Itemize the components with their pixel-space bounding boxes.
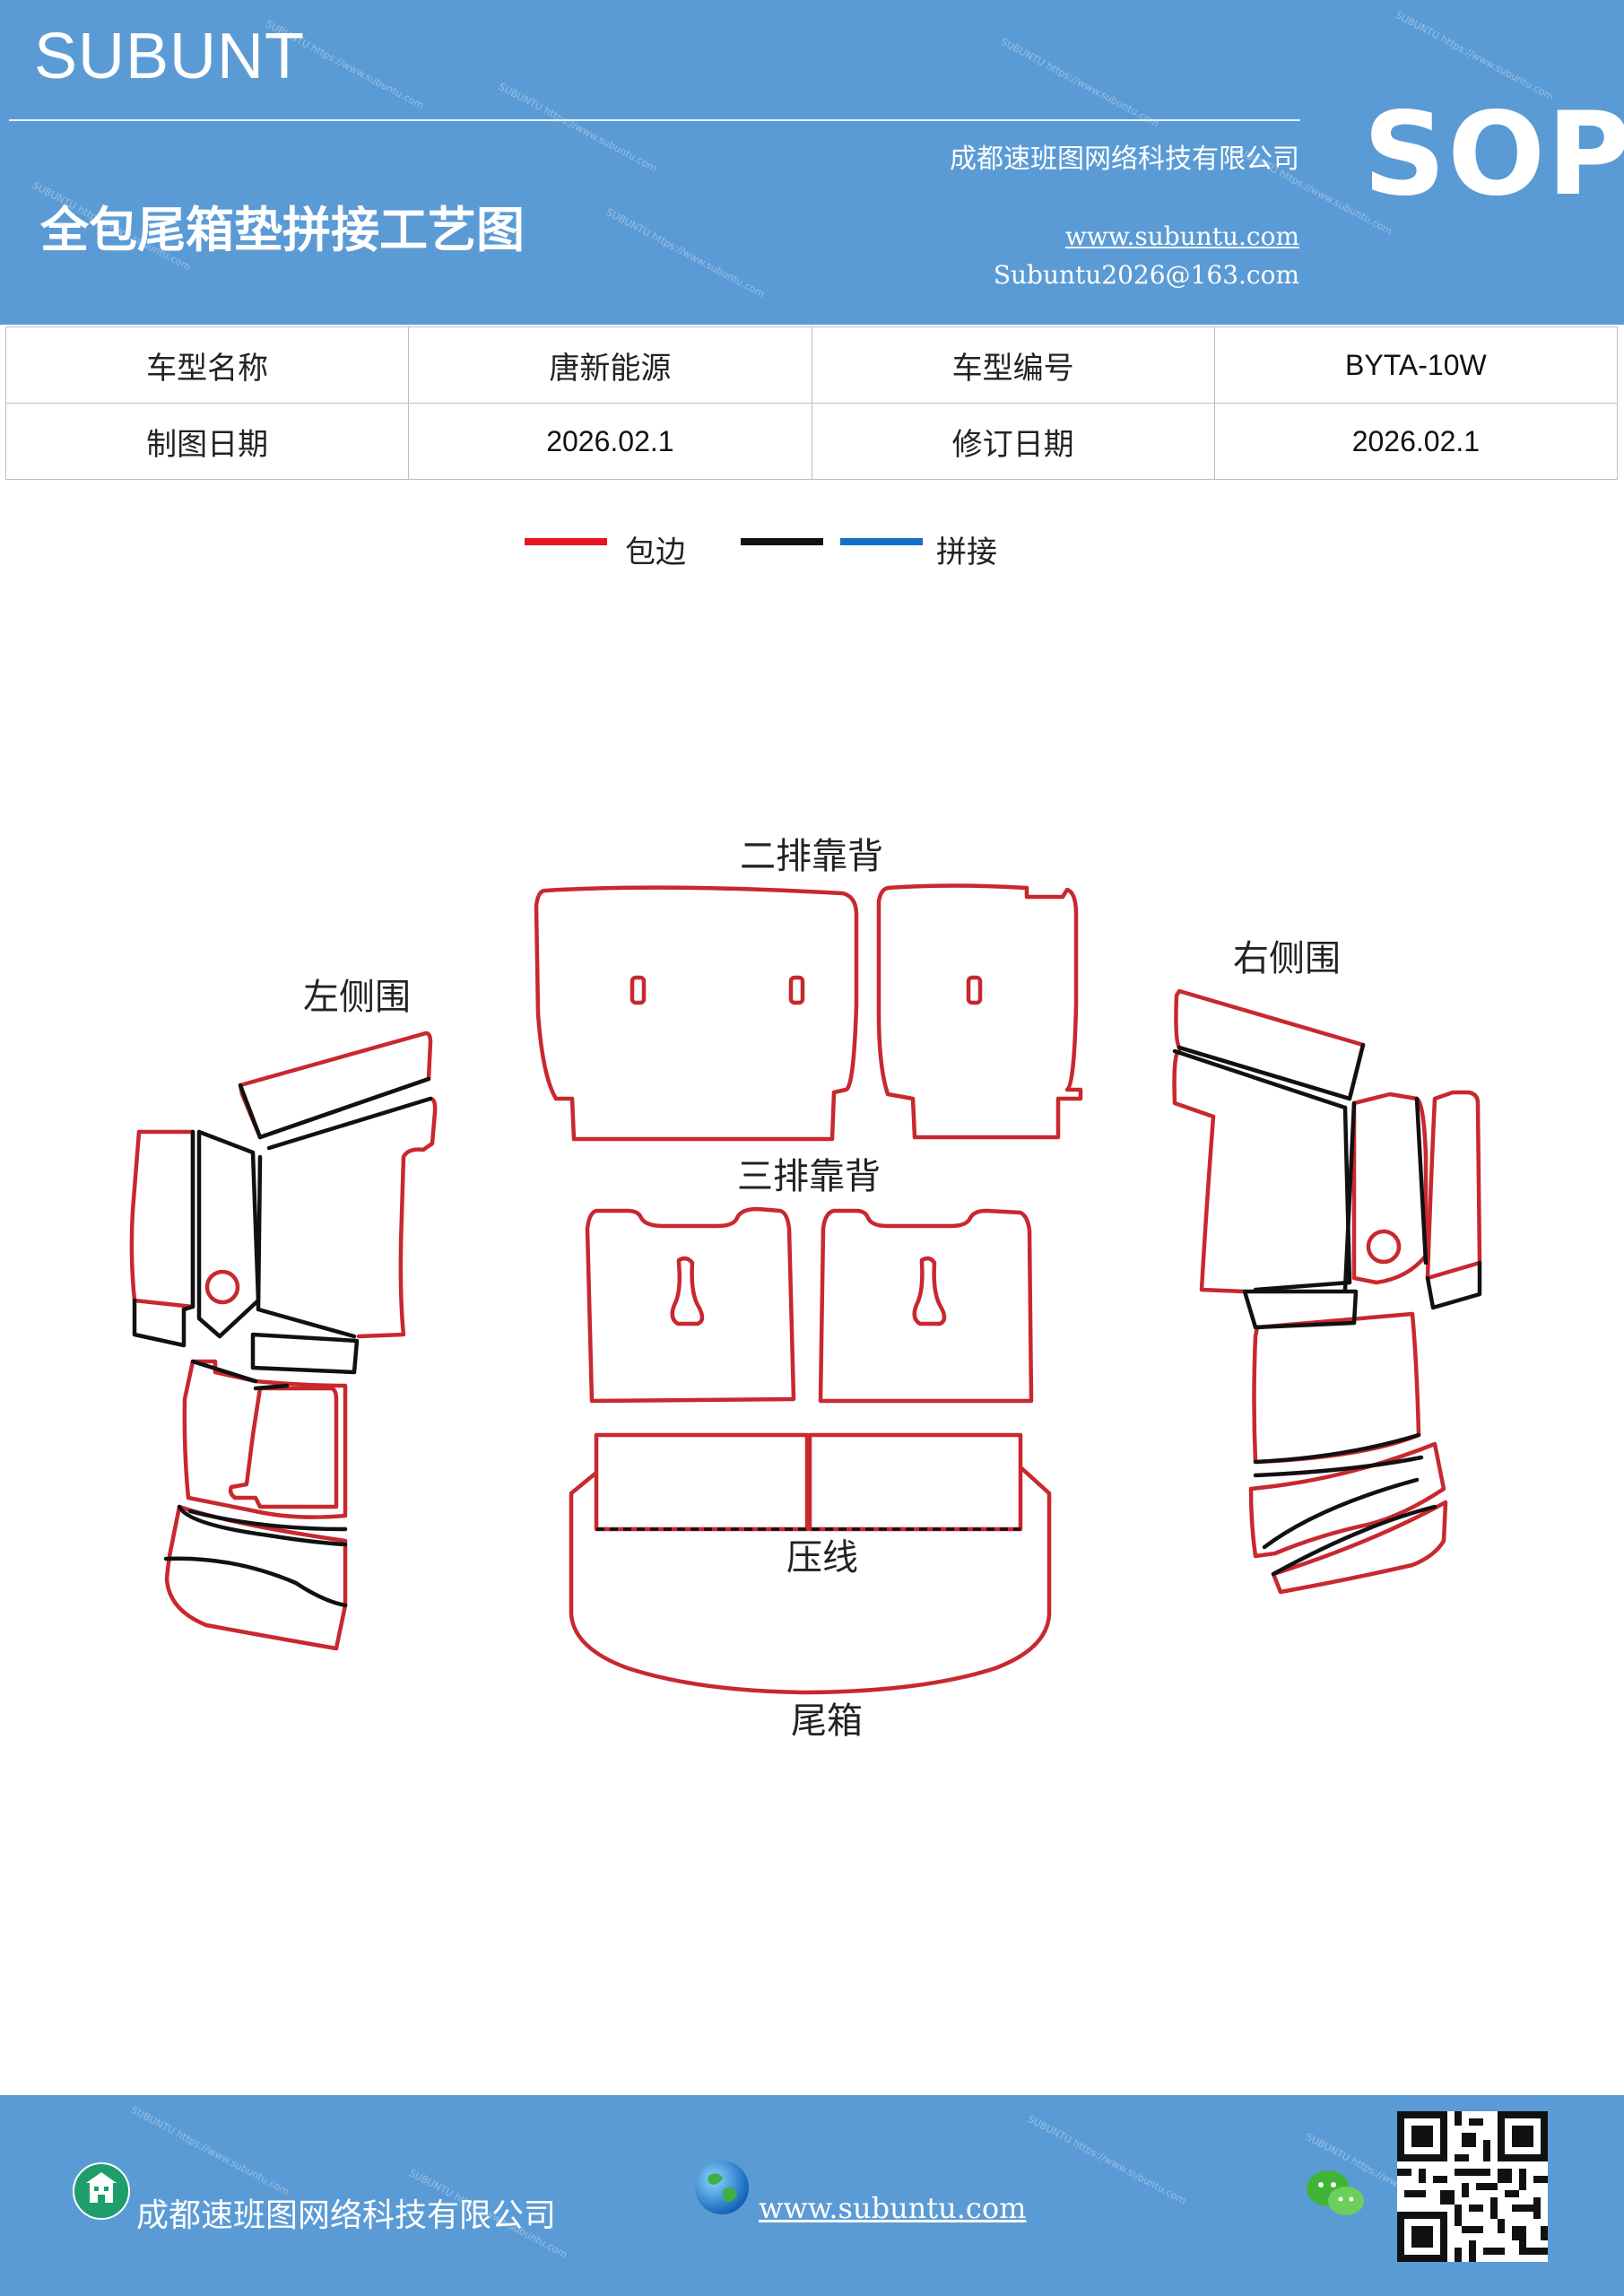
table-cell-value: 唐新能源 bbox=[408, 326, 812, 404]
seam-line bbox=[256, 1154, 357, 1339]
right-side-edge bbox=[1172, 1048, 1247, 1294]
seam-line bbox=[1414, 1096, 1429, 1265]
buckle-slot bbox=[788, 975, 805, 1005]
legend-swatch-seam-black bbox=[741, 538, 823, 545]
vehicle-info-table: 车型名称 唐新能源 车型编号 BYTA-10W 制图日期 2026.02.1 修… bbox=[4, 326, 1619, 480]
second-row-back-right-panel bbox=[876, 883, 1083, 1140]
legend-label-seam: 拼接 bbox=[936, 535, 997, 570]
label-third-row-back: 三排靠背 bbox=[737, 1156, 881, 1197]
qr-code-icon[interactable] bbox=[1397, 2111, 1548, 2262]
table-cell-value: 2026.02.1 bbox=[408, 403, 812, 480]
seam-line bbox=[190, 1359, 258, 1384]
seam-line bbox=[196, 1129, 261, 1339]
left-side-edge bbox=[356, 1096, 438, 1339]
second-row-back-left-panel bbox=[534, 885, 859, 1142]
table-cell-label: 制图日期 bbox=[4, 403, 410, 480]
seam-line bbox=[1253, 1432, 1421, 1465]
left-side-pocket bbox=[129, 1129, 195, 1309]
globe-icon bbox=[695, 2161, 749, 2214]
line-legend: 包边 拼接 bbox=[0, 527, 1624, 572]
table-cell-value: 2026.02.1 bbox=[1213, 403, 1619, 480]
seam-line bbox=[1271, 1504, 1437, 1577]
label-trunk: 尾箱 bbox=[791, 1700, 863, 1742]
footer-company-name: 成都速班图网络科技有限公司 bbox=[136, 2197, 557, 2234]
buckle-slot bbox=[630, 975, 647, 1005]
seam-line bbox=[266, 1096, 433, 1151]
buckle-slot bbox=[966, 975, 983, 1005]
seam-line bbox=[181, 1129, 195, 1312]
watermark: SUBUNTU https://www.subuntu.com bbox=[496, 81, 659, 175]
seam-line bbox=[132, 1298, 187, 1348]
sop-badge: SOP bbox=[1363, 88, 1624, 222]
seam-line bbox=[1262, 1477, 1420, 1550]
legend-swatch-edge bbox=[525, 538, 607, 545]
trunk-floor-panel bbox=[594, 1432, 810, 1532]
seam-line bbox=[1253, 1455, 1424, 1478]
header-banner: SUBUNTU https://www.subuntu.com SUBUNTU … bbox=[0, 0, 1624, 325]
watermark: SUBUNTU https://www.subuntu.com bbox=[1025, 2113, 1188, 2207]
trunk-mat-diagram: 二排靠背 三排靠背 左侧围 右侧围 压线 尾箱 bbox=[129, 836, 1482, 1742]
watermark: SUBUNTU https://www.subuntu.com bbox=[604, 206, 767, 300]
seam-line bbox=[187, 1509, 348, 1532]
seam-line bbox=[250, 1332, 360, 1375]
seam-line bbox=[1242, 1289, 1359, 1330]
company-name: 成都速班图网络科技有限公司 bbox=[950, 144, 1299, 175]
seam-line bbox=[253, 1383, 290, 1391]
label-press-line: 压线 bbox=[786, 1537, 858, 1578]
wechat-icon[interactable] bbox=[1305, 2167, 1368, 2221]
table-cell-label: 车型编号 bbox=[811, 326, 1215, 404]
keyhole-slot bbox=[912, 1256, 947, 1326]
right-side-hole bbox=[1366, 1229, 1402, 1265]
seam-line bbox=[238, 1083, 263, 1140]
website-link[interactable]: www.subuntu.com bbox=[1064, 222, 1299, 251]
label-left-side: 左侧围 bbox=[303, 977, 411, 1018]
table-cell-value: BYTA-10W bbox=[1213, 326, 1619, 404]
company-building-icon bbox=[73, 2162, 130, 2220]
left-side-hole bbox=[204, 1269, 240, 1305]
legend-swatch-seam-blue bbox=[840, 538, 923, 545]
seam-line bbox=[1425, 1260, 1482, 1310]
left-side-window bbox=[228, 1386, 339, 1509]
document-title: 全包尾箱垫拼接工艺图 bbox=[40, 202, 525, 258]
label-right-side: 右侧围 bbox=[1233, 938, 1341, 979]
table-row: 制图日期 2026.02.1 修订日期 2026.02.1 bbox=[4, 403, 1619, 480]
table-row: 车型名称 唐新能源 车型编号 BYTA-10W bbox=[4, 326, 1619, 404]
footer-website-link[interactable]: www.subuntu.com bbox=[759, 2191, 1027, 2225]
seam-line bbox=[1177, 1042, 1366, 1101]
watermark: SUBUNTU https://www.subuntu.com bbox=[998, 36, 1161, 130]
trunk-floor-panel bbox=[807, 1432, 1023, 1532]
footer-banner: SUBUNTU https://www.subuntu.com SUBUNTU … bbox=[0, 2095, 1624, 2296]
seam-line bbox=[1172, 1048, 1348, 1110]
header-divider bbox=[9, 119, 1300, 121]
keyhole-slot bbox=[670, 1256, 705, 1326]
left-side-upper-panel bbox=[238, 1031, 433, 1140]
seam-line bbox=[177, 1504, 348, 1547]
table-cell-label: 修订日期 bbox=[811, 403, 1215, 480]
label-second-row-back: 二排靠背 bbox=[740, 836, 883, 877]
left-side-lower-panel bbox=[182, 1359, 348, 1519]
third-row-back-right-panel bbox=[818, 1208, 1034, 1404]
right-side-bottom-panel bbox=[1248, 1441, 1446, 1559]
brand-name: SUBUNT bbox=[34, 21, 306, 92]
trunk-floor-panel bbox=[569, 1465, 1052, 1695]
email-address: Subuntu2026@163.com bbox=[993, 260, 1299, 290]
right-side-lower-panel bbox=[1252, 1311, 1421, 1465]
right-side-pocket bbox=[1425, 1090, 1482, 1281]
legend-label-edge: 包边 bbox=[625, 535, 686, 570]
watermark: SUBUNTU https://www.subuntu.com bbox=[128, 2104, 291, 2198]
table-cell-label: 车型名称 bbox=[4, 326, 410, 404]
seam-line bbox=[1253, 1105, 1352, 1292]
seam-line bbox=[1342, 1100, 1357, 1292]
seam-line bbox=[163, 1556, 348, 1608]
right-side-end-panel bbox=[1271, 1500, 1448, 1595]
left-side-bottom-panel bbox=[164, 1504, 348, 1651]
seam-line bbox=[257, 1076, 431, 1140]
right-side-hole-panel bbox=[1351, 1091, 1429, 1285]
third-row-back-left-panel bbox=[585, 1206, 796, 1404]
